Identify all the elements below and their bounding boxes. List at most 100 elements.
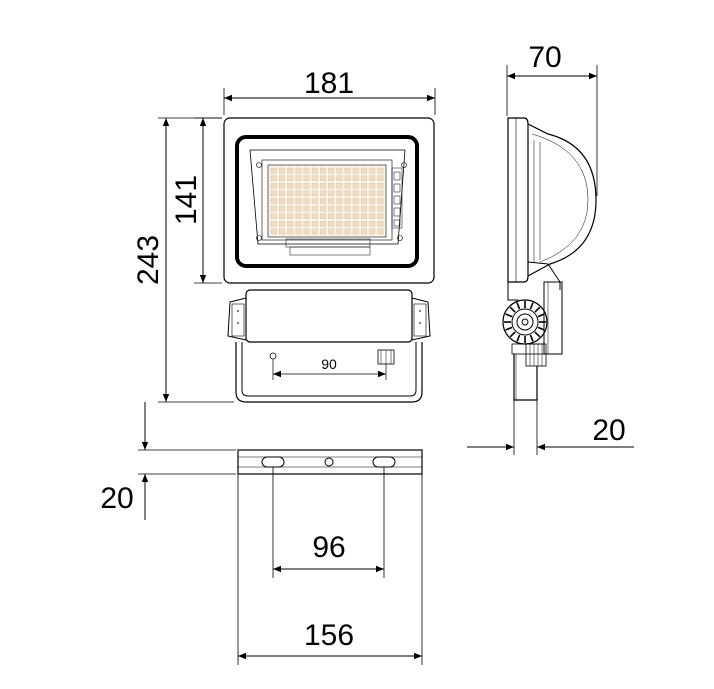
led-chip xyxy=(352,175,359,181)
led-chip xyxy=(377,228,384,235)
led-chip xyxy=(320,183,326,189)
led-chip xyxy=(336,175,343,181)
led-chip xyxy=(344,228,351,235)
led-chip xyxy=(328,221,335,227)
led-chip xyxy=(336,183,343,189)
bracket-plate xyxy=(237,449,423,475)
front-view: 181 141 243 90 xyxy=(132,67,436,403)
led-chip xyxy=(328,190,335,197)
led-chip xyxy=(295,198,302,204)
led-chip xyxy=(377,213,384,219)
led-chip xyxy=(311,190,318,197)
led-chip xyxy=(320,228,326,235)
led-chip xyxy=(270,198,277,204)
led-chip xyxy=(361,198,367,204)
led-chip xyxy=(328,183,335,189)
led-chip xyxy=(279,175,285,181)
led-chip xyxy=(303,198,310,204)
side-bracket-leg xyxy=(513,354,538,401)
led-chip xyxy=(352,198,359,204)
led-chip xyxy=(369,228,376,235)
led-chip xyxy=(320,213,326,219)
led-chip xyxy=(311,221,318,227)
led-chip xyxy=(311,213,318,219)
led-panel xyxy=(267,164,387,238)
led-chip xyxy=(344,198,351,204)
led-chip xyxy=(287,175,294,181)
knob-tooth xyxy=(537,313,545,318)
led-chip xyxy=(279,167,285,174)
led-grid xyxy=(270,167,384,235)
dim-front-total-height: 243 xyxy=(132,235,165,285)
led-chip xyxy=(287,198,294,204)
led-chip xyxy=(352,167,359,174)
led-chip xyxy=(361,175,367,181)
led-chip xyxy=(361,190,367,197)
led-chip xyxy=(320,167,326,174)
led-chip xyxy=(270,190,277,197)
led-chip xyxy=(320,205,326,212)
led-chip xyxy=(377,198,384,204)
led-chip xyxy=(328,228,335,235)
side-dome xyxy=(527,123,597,277)
led-chip xyxy=(287,190,294,197)
knob-tooth xyxy=(529,302,534,310)
led-chip xyxy=(311,183,318,189)
led-chip xyxy=(287,228,294,235)
front-hinge-block xyxy=(245,289,413,343)
led-chip xyxy=(295,183,302,189)
knob-tooth xyxy=(537,326,545,331)
led-chip xyxy=(377,205,384,212)
knob-tooth xyxy=(534,331,541,338)
led-chip xyxy=(287,183,294,189)
led-chip xyxy=(369,213,376,219)
knob-tooth xyxy=(505,326,513,331)
screw-icon xyxy=(401,162,407,168)
led-chip xyxy=(377,190,384,197)
led-chip xyxy=(352,205,359,212)
led-chip xyxy=(287,167,294,174)
led-chip xyxy=(287,213,294,219)
led-chip xyxy=(369,183,376,189)
led-chip xyxy=(311,167,318,174)
led-chip xyxy=(320,221,326,227)
led-chip xyxy=(270,221,277,227)
led-chip xyxy=(295,175,302,181)
led-chip xyxy=(352,213,359,219)
side-cable-gland xyxy=(525,343,547,367)
led-chip xyxy=(344,183,351,189)
led-chip xyxy=(336,205,343,212)
bracket-center-hole xyxy=(324,457,334,467)
led-chip xyxy=(369,167,376,174)
led-chip xyxy=(377,221,384,227)
led-chip xyxy=(377,183,384,189)
led-chip xyxy=(303,175,310,181)
led-chip xyxy=(279,183,285,189)
screw-icon xyxy=(256,235,262,241)
led-chip xyxy=(295,228,302,235)
led-chip xyxy=(295,205,302,212)
led-chip xyxy=(270,205,277,212)
led-chip xyxy=(279,221,285,227)
led-chip xyxy=(328,175,335,181)
front-u-bracket xyxy=(235,342,423,403)
dim-side-depth: 70 xyxy=(528,41,561,74)
led-chip xyxy=(295,190,302,197)
led-chip xyxy=(311,205,318,212)
bracket-view: 20 96 156 xyxy=(100,402,423,665)
led-chip xyxy=(369,175,376,181)
led-chip xyxy=(352,228,359,235)
led-chip xyxy=(361,228,367,235)
led-chip xyxy=(336,190,343,197)
front-housing xyxy=(223,117,435,284)
led-chip xyxy=(336,221,343,227)
led-chip xyxy=(303,190,310,197)
led-chip xyxy=(328,167,335,174)
knob-tooth xyxy=(509,306,516,313)
led-chip xyxy=(336,167,343,174)
led-chip xyxy=(287,221,294,227)
led-chip xyxy=(328,198,335,204)
led-chip xyxy=(311,228,318,235)
led-chip xyxy=(377,175,384,181)
led-chip xyxy=(344,221,351,227)
